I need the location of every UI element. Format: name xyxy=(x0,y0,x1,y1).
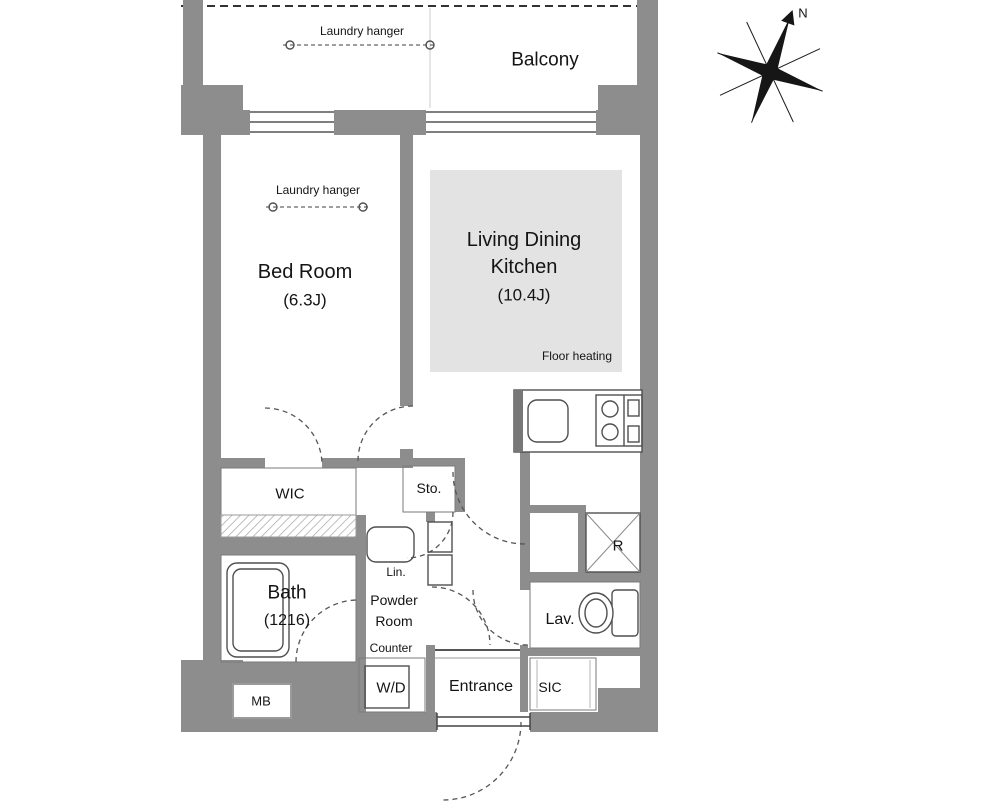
bedroom-size-label: (6.3J) xyxy=(283,290,327,310)
entrance-step xyxy=(435,649,520,659)
bath-name-label: Bath xyxy=(267,582,307,604)
counter-label: Counter xyxy=(369,641,413,655)
walls xyxy=(181,0,658,732)
stove xyxy=(595,394,643,447)
compass-rose xyxy=(717,9,823,123)
windows xyxy=(250,110,596,135)
entrance-label: Entrance xyxy=(448,678,514,695)
kitchen-counter xyxy=(513,389,643,453)
wic-label: WIC xyxy=(275,485,305,503)
kitchen-sink xyxy=(527,399,569,443)
entrance-door xyxy=(436,713,531,730)
laundry-hanger-bedroom-label: Laundry hanger xyxy=(275,183,361,197)
ldk-name-line2-label: Kitchen xyxy=(490,256,558,278)
laundry-pole-balcony xyxy=(283,40,437,50)
floor-heating-label: Floor heating xyxy=(541,349,613,363)
north-label: N xyxy=(798,5,808,21)
washer-dryer-box xyxy=(358,657,426,713)
meter-box xyxy=(232,683,292,719)
meter-box-label: MB xyxy=(251,693,271,709)
vanity-sink xyxy=(366,526,415,563)
sic-label: SIC xyxy=(538,679,562,695)
washer-dryer-label: W/D xyxy=(376,679,406,697)
storage-label: Sto. xyxy=(416,480,442,496)
ldk-name-line1-label: Living Dining xyxy=(466,229,582,251)
floor-heating-area xyxy=(430,170,622,372)
door-swing-arcs xyxy=(264,405,529,801)
ldk-size-label: (10.4J) xyxy=(497,285,551,305)
sic-shelves xyxy=(536,660,591,708)
bathtub xyxy=(226,562,290,658)
room-outlines xyxy=(220,465,641,711)
balcony-label: Balcony xyxy=(511,49,579,71)
powder-room-label-line1: Powder xyxy=(370,592,418,608)
refrigerator-label: R xyxy=(612,537,624,555)
linen-label: Lin. xyxy=(386,565,406,579)
powder-room-label-line2: Room xyxy=(375,613,413,629)
laundry-hanger-balcony-label: Laundry hanger xyxy=(319,24,405,38)
bedroom-name-label: Bed Room xyxy=(257,261,353,283)
closet-hatch xyxy=(220,514,357,538)
refrigerator-space xyxy=(585,512,641,573)
balcony-edge-dashed xyxy=(181,5,658,108)
toilet xyxy=(578,589,639,637)
bath-size-label: (1216) xyxy=(263,612,311,629)
lavatory-label: Lav. xyxy=(545,611,575,628)
laundry-pole-bedroom xyxy=(266,202,370,212)
linen-shelves xyxy=(427,521,453,586)
